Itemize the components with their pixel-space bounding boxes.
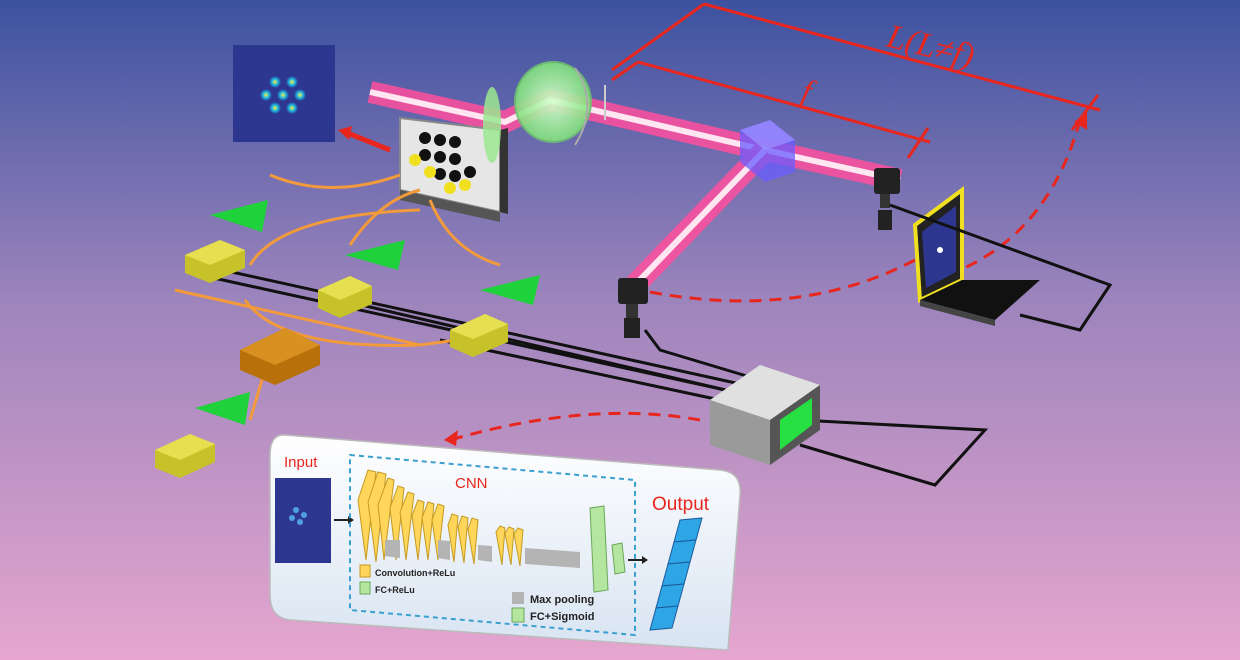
input-label: Input xyxy=(284,454,318,471)
output-arrowhead xyxy=(642,556,648,564)
cnn-box xyxy=(349,453,636,637)
amplifier-3 xyxy=(450,314,508,357)
controller-box-icon xyxy=(710,365,820,465)
conv-layers xyxy=(357,469,524,567)
legend-fc-relu-swatch xyxy=(359,581,371,595)
diffractive-element-icon xyxy=(399,116,508,222)
camera-icon xyxy=(874,168,900,230)
amplifier-1 xyxy=(185,240,245,283)
pattern-arrowhead xyxy=(338,126,352,140)
amplifier-4 xyxy=(155,434,215,478)
legend-conv-label: Convolution+ReLu xyxy=(375,568,455,578)
legend-pool-swatch xyxy=(512,592,524,604)
legend-fc-sigmoid-swatch xyxy=(511,607,525,623)
dashed-camera-link xyxy=(649,258,916,303)
legend-conv-swatch xyxy=(359,564,371,578)
dashed-link-arrowhead xyxy=(1074,112,1087,130)
input-image xyxy=(275,478,331,563)
dashed-cnn-link xyxy=(449,411,701,442)
cnn-label: CNN xyxy=(455,475,488,492)
legend-fc-relu-label: FC+ReLu xyxy=(375,585,415,595)
legend-pool-label: Max pooling xyxy=(530,594,594,606)
dimension-lines xyxy=(611,2,1101,159)
dashed-link xyxy=(959,119,1082,272)
pool-layers xyxy=(385,540,580,568)
laser-source-box xyxy=(240,328,320,385)
output-label: Output xyxy=(652,494,710,515)
beam-splitter-icon xyxy=(740,120,795,182)
amplifier-2 xyxy=(318,276,372,318)
pattern-arrow xyxy=(344,129,391,153)
beam-pattern-icon xyxy=(233,45,335,142)
green-triangles xyxy=(195,200,540,425)
legend-fc-sigmoid-label: FC+Sigmoid xyxy=(530,611,594,623)
output-vector xyxy=(649,517,703,631)
dashed-cnn-arrowhead xyxy=(444,430,458,446)
fc-layers xyxy=(589,505,626,593)
cnn-panel: Input CNN xyxy=(269,434,741,651)
camera-icon-2 xyxy=(618,278,648,338)
lens-icon xyxy=(483,61,606,163)
